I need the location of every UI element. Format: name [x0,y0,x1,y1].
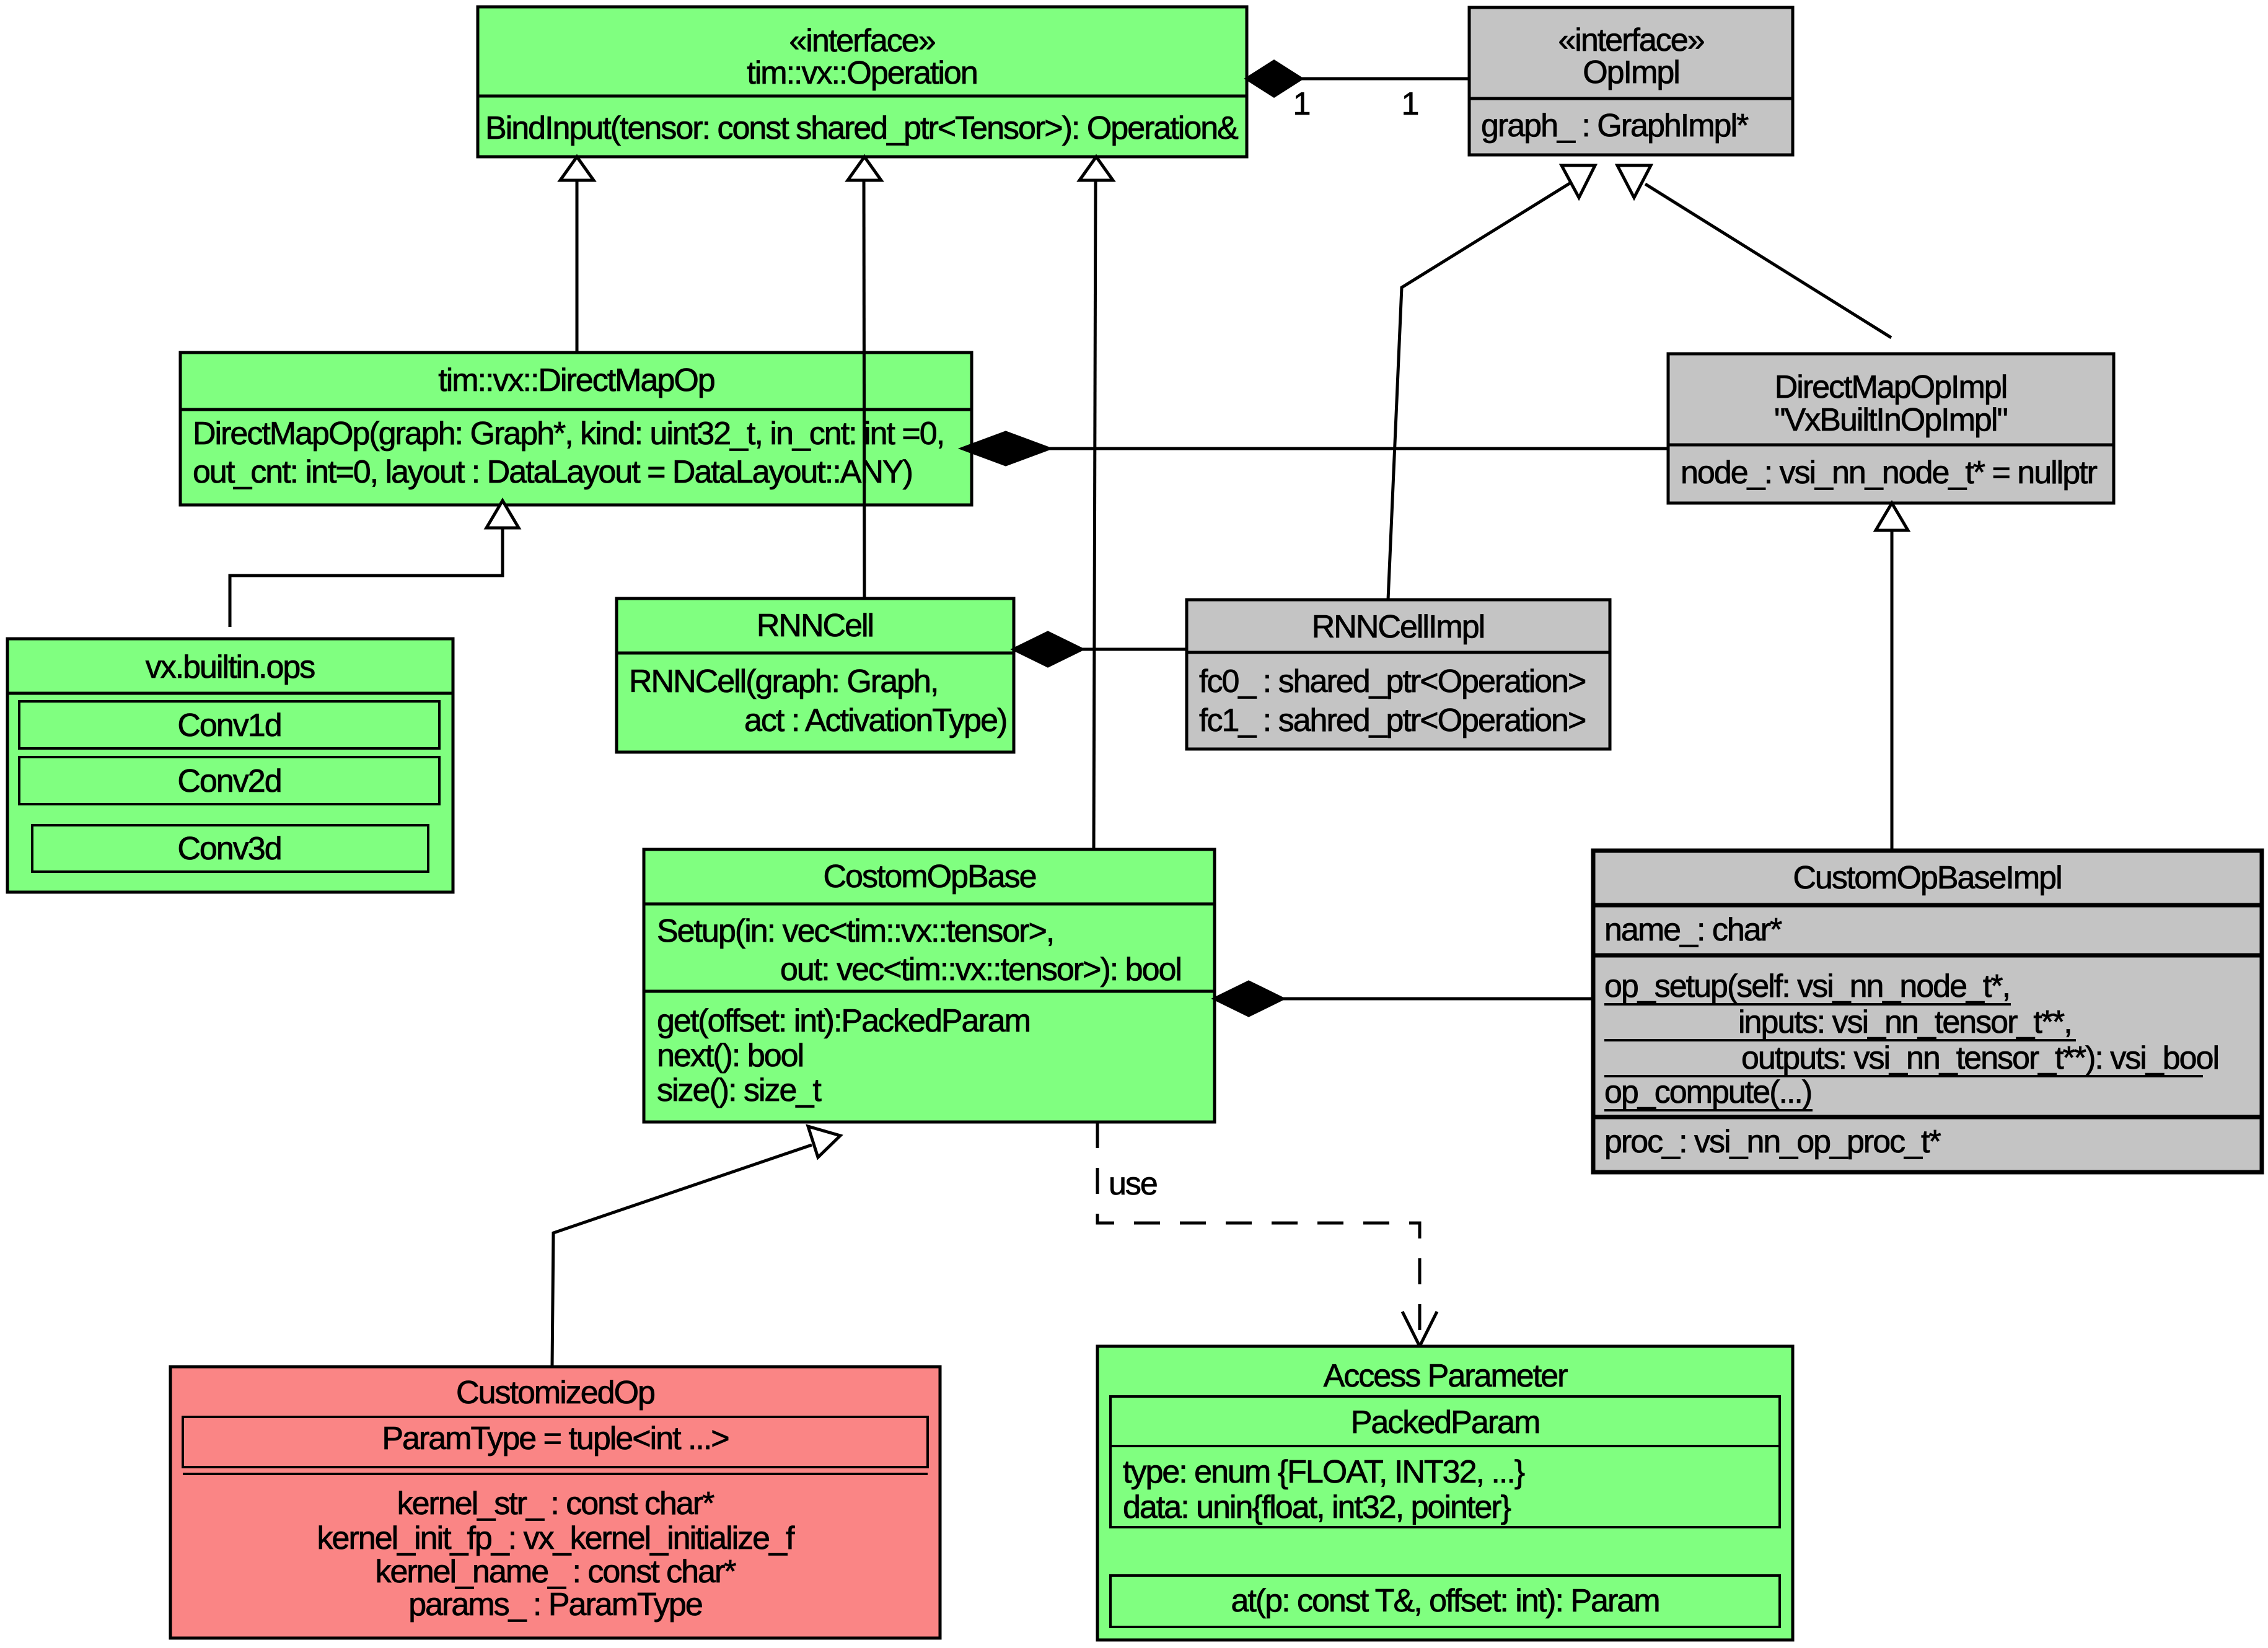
svg-text:params_ : ParamType: params_ : ParamType [408,1587,702,1623]
svg-text:Conv3d: Conv3d [177,831,281,867]
svg-text:out: vec<tim::vx::tensor>): bo: out: vec<tim::vx::tensor>): bool [780,952,1181,988]
svg-text:act : ActivationType): act : ActivationType) [744,703,1006,739]
svg-text:tim::vx::Operation: tim::vx::Operation [747,55,977,91]
svg-text:kernel_str_ : const char*: kernel_str_ : const char* [397,1486,714,1522]
svg-text:graph_ : GraphImpl*: graph_ : GraphImpl* [1481,108,1749,144]
svg-text:fc1_ : sahred_ptr<Operation>: fc1_ : sahred_ptr<Operation> [1199,703,1585,739]
svg-text:fc0_ : shared_ptr<Operation>: fc0_ : shared_ptr<Operation> [1199,664,1585,699]
svg-text:inputs: vsi_nn_tensor_t**,: inputs: vsi_nn_tensor_t**, [1738,1004,2072,1040]
svg-text:PackedParam: PackedParam [1351,1405,1540,1440]
svg-text:RNNCellImpl: RNNCellImpl [1312,609,1484,645]
svg-text:name_: char*: name_: char* [1604,912,1782,948]
svg-text:op_setup(self: vsi_nn_node_t*,: op_setup(self: vsi_nn_node_t*, [1604,968,2010,1004]
svg-text:vx.builtin.ops: vx.builtin.ops [146,649,315,685]
svg-text:tim::vx::DirectMapOp: tim::vx::DirectMapOp [438,362,714,398]
svg-text:node_: vsi_nn_node_t* = nullpt: node_: vsi_nn_node_t* = nullptr [1681,455,2098,491]
svg-text:«interface»: «interface» [789,23,934,59]
svg-text:Setup(in: vec<tim::vx::tensor>: Setup(in: vec<tim::vx::tensor>, [657,913,1053,949]
svg-text:OpImpl: OpImpl [1583,55,1679,90]
svg-text:"VxBuiltInOpImpl": "VxBuiltInOpImpl" [1774,402,2007,438]
svg-text:type: enum {FLOAT, INT32, ...}: type: enum {FLOAT, INT32, ...} [1123,1454,1525,1490]
svg-text:data: unin{float, int32, point: data: unin{float, int32, pointer} [1123,1489,1511,1525]
svg-text:Conv1d: Conv1d [177,708,281,743]
svg-text:«interface»: «interface» [1558,22,1703,58]
svg-text:DirectMapOpImpl: DirectMapOpImpl [1775,369,2007,405]
svg-text:size(): size_t: size(): size_t [657,1072,822,1108]
svg-text:Conv2d: Conv2d [177,763,281,799]
svg-text:CostomOpBase: CostomOpBase [823,859,1035,895]
svg-text:at(p: const T&, offset: int):: at(p: const T&, offset: int): Param [1231,1583,1659,1619]
svg-text:use: use [1109,1166,1157,1202]
svg-text:CustomOpBaseImpl: CustomOpBaseImpl [1793,860,2061,896]
svg-text:ParamType = tuple<int ...>: ParamType = tuple<int ...> [382,1421,728,1457]
svg-text:out_cnt: int=0, layout : DataL: out_cnt: int=0, layout : DataLayout = Da… [193,454,912,490]
svg-text:BindInput(tensor: const shared: BindInput(tensor: const shared_ptr<Tenso… [485,110,1238,146]
svg-text:outputs: vsi_nn_tensor_t**): v: outputs: vsi_nn_tensor_t**): vsi_bool [1741,1040,2218,1076]
svg-text:op_compute(...): op_compute(...) [1604,1074,1811,1110]
svg-text:get(offset: int):PackedParam: get(offset: int):PackedParam [657,1003,1030,1039]
svg-text:kernel_name_ : const char*: kernel_name_ : const char* [375,1554,736,1590]
svg-text:1: 1 [1293,86,1310,122]
svg-text:next(): bool: next(): bool [657,1038,803,1074]
svg-text:CustomizedOp: CustomizedOp [456,1375,654,1411]
svg-text:1: 1 [1402,86,1418,122]
svg-text:RNNCell: RNNCell [757,608,873,644]
svg-text:proc_: vsi_nn_op_proc_t*: proc_: vsi_nn_op_proc_t* [1604,1124,1941,1160]
svg-text:DirectMapOp(graph: Graph*, kin: DirectMapOp(graph: Graph*, kind: uint32_… [193,416,944,452]
svg-text:RNNCell(graph: Graph,: RNNCell(graph: Graph, [629,664,938,699]
svg-text:kernel_init_fp_: vx_kernel_ini: kernel_init_fp_: vx_kernel_initialize_f [317,1520,795,1556]
svg-text:Access Parameter: Access Parameter [1324,1358,1568,1394]
